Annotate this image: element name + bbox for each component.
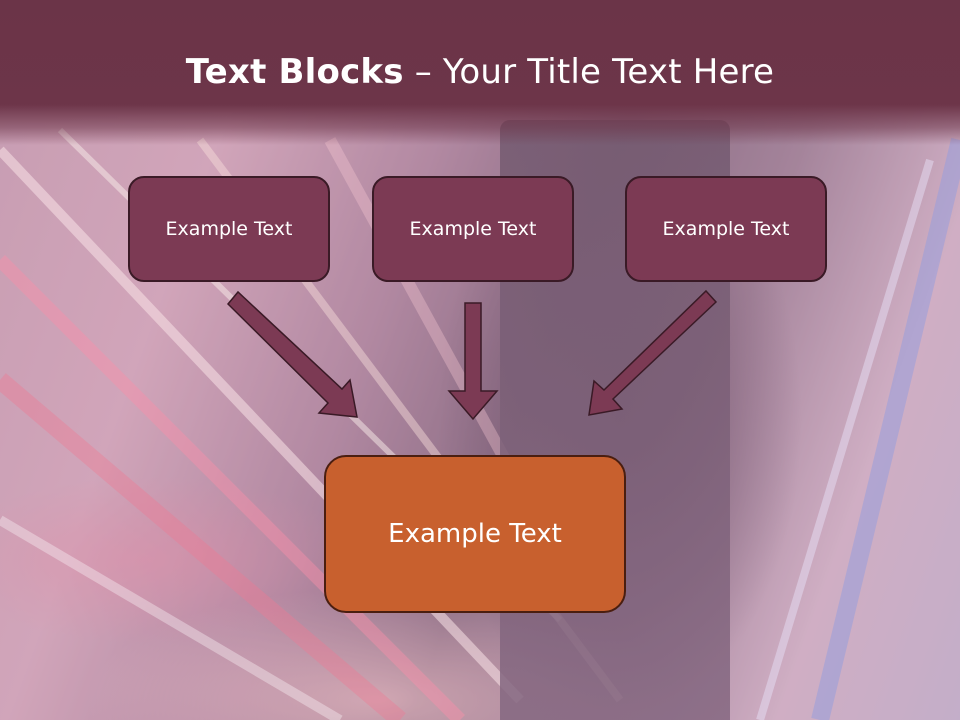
title-dash: – <box>403 52 443 92</box>
title-rest: Your Title Text Here <box>442 52 775 92</box>
arrow-right-icon <box>588 289 718 416</box>
title-bar <box>0 0 960 145</box>
arrow-center-icon <box>447 302 499 421</box>
slide-title[interactable]: Text Blocks – Your Title Text Here <box>0 52 960 92</box>
arrow-left-icon <box>226 290 358 418</box>
text-block-right[interactable]: Example Text <box>625 176 827 282</box>
text-block-bottom[interactable]: Example Text <box>324 455 626 613</box>
title-bold: Text Blocks <box>185 52 404 92</box>
text-block-center[interactable]: Example Text <box>372 176 574 282</box>
text-block-left[interactable]: Example Text <box>128 176 330 282</box>
